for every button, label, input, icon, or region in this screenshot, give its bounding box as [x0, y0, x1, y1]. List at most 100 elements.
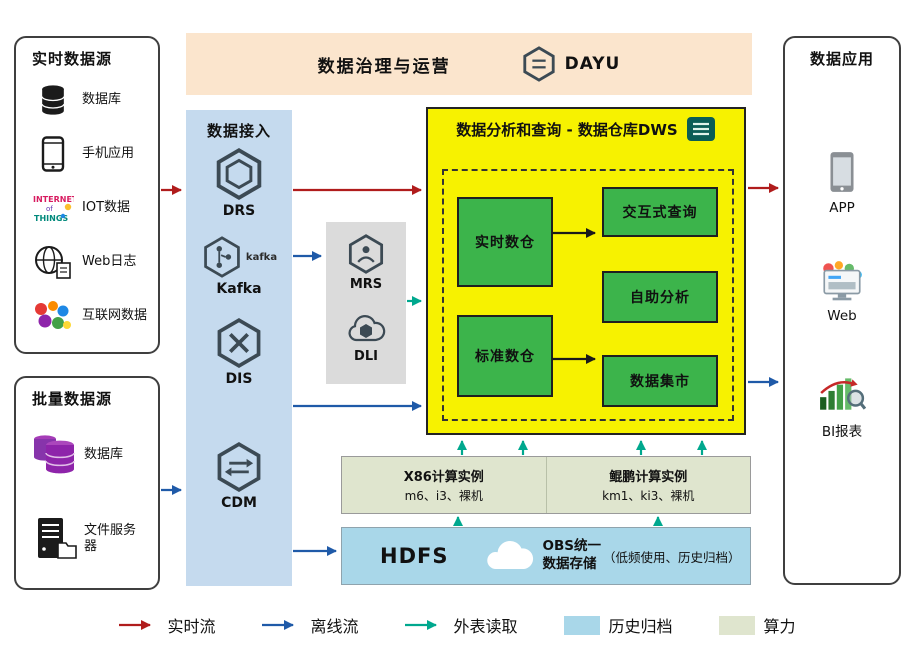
app-label: APP	[829, 200, 855, 216]
phone-icon	[24, 136, 82, 172]
list-item-mobile-app: 手机应用	[16, 127, 158, 181]
kafka-icon-row: kafka	[201, 236, 277, 278]
kunpeng-specs: km1、ki3、裸机	[602, 489, 695, 503]
legend-label: 离线流	[310, 617, 359, 636]
source-label: 数据库	[84, 446, 124, 462]
kunpeng-title: 鲲鹏计算实例	[609, 470, 688, 485]
svg-text:of: of	[46, 205, 53, 213]
app-item-app: APP	[785, 150, 899, 216]
dws-icon	[686, 117, 715, 141]
realtime-sources-panel: 实时数据源 数据库 手机应用	[14, 36, 160, 354]
archive-swatch	[563, 615, 600, 635]
weblog-icon	[24, 244, 82, 280]
service-dis: DIS	[186, 318, 292, 387]
compute-swatch	[718, 615, 755, 635]
dws-panel: 数据分析和查询 - 数据仓库DWS 实时数仓 标准数仓 交互式查询 自助分析 数…	[426, 107, 746, 435]
source-label: 文件服务器	[84, 522, 137, 554]
app-phone-icon	[830, 152, 854, 192]
app-item-web: Web	[785, 260, 899, 324]
service-drs: DRS	[186, 148, 292, 219]
database-icon	[24, 83, 82, 117]
dws-dashed-area	[442, 169, 734, 421]
bi-label: BI报表	[821, 424, 863, 440]
dli-icon	[348, 315, 386, 342]
obs-cloud-icon	[487, 540, 534, 570]
dayu-brand: DAYU	[521, 46, 621, 82]
mrs-label: MRS	[349, 277, 383, 292]
service-kafka: kafka Kafka	[186, 236, 292, 297]
web-monitor-icon	[823, 261, 862, 301]
obs-title-line1: OBS统一	[542, 538, 601, 555]
internet-data-icon	[24, 299, 82, 333]
legend: 实时流 离线流 外表读取 历史归档 算力	[0, 613, 914, 637]
cdm-label: CDM	[221, 495, 257, 511]
dis-icon	[217, 318, 261, 368]
legend-item-realtime-flow: 实时流	[118, 613, 215, 637]
source-label: 数据库	[82, 91, 122, 107]
module-realtime-dwh: 实时数仓	[457, 197, 553, 287]
kafka-icon	[204, 236, 240, 278]
legend-label: 外表读取	[453, 617, 518, 636]
obs-title: OBS统一 数据存储	[542, 538, 601, 573]
list-item-web-log: Web日志	[16, 235, 158, 289]
app-item-bi: BI报表	[785, 372, 899, 440]
governance-banner: 数据治理与运营 DAYU	[186, 33, 752, 95]
source-label: 手机应用	[82, 145, 135, 161]
x86-specs: m6、i3、裸机	[404, 489, 483, 503]
module-interactive-query: 交互式查询	[602, 187, 718, 237]
list-item-batch-database: 数据库	[16, 413, 158, 497]
dis-label: DIS	[225, 371, 253, 387]
source-label: IOT数据	[82, 199, 131, 215]
blue-arrow-icon	[262, 620, 295, 630]
ingestion-title: 数据接入	[206, 122, 271, 140]
module-data-mart: 数据集市	[602, 355, 718, 407]
batch-sources-title: 批量数据源	[32, 390, 113, 408]
processing-box: MRS DLI	[326, 222, 406, 384]
hdfs-label: HDFS	[380, 544, 449, 568]
source-label: 互联网数据	[82, 307, 148, 323]
list-item-database: 数据库	[16, 73, 158, 127]
legend-item-offline-flow: 离线流	[261, 613, 358, 637]
kunpeng-compute: 鲲鹏计算实例 km1、ki3、裸机	[545, 457, 751, 513]
legend-item-history-archive: 历史归档	[563, 613, 673, 637]
obs-title-line2: 数据存储	[542, 556, 597, 572]
list-item-iot-data: INTERNET of THINGS IOT数据	[16, 181, 158, 235]
module-standard-dwh: 标准数仓	[457, 315, 553, 397]
file-server-icon	[26, 516, 84, 562]
svg-text:INTERNET: INTERNET	[33, 195, 74, 204]
legend-item-external-read: 外表读取	[404, 613, 518, 637]
ingestion-panel: 数据接入 DRS kafka Kafka	[186, 110, 292, 586]
dayu-icon	[522, 46, 555, 82]
dws-title: 数据分析和查询 - 数据仓库DWS	[456, 120, 678, 139]
teal-arrow-icon	[405, 620, 438, 630]
kafka-logo-text: kafka	[245, 251, 278, 263]
svg-text:THINGS: THINGS	[34, 214, 68, 223]
x86-compute: X86计算实例 m6、i3、裸机	[342, 457, 546, 513]
mrs-icon	[348, 234, 384, 274]
list-item-file-server: 文件服务器	[16, 497, 158, 581]
service-cdm: CDM	[186, 442, 292, 511]
legend-label: 实时流	[167, 617, 216, 636]
service-mrs: MRS	[326, 234, 406, 292]
database-purple-icon	[26, 431, 84, 479]
drs-label: DRS	[222, 203, 256, 219]
iot-icon: INTERNET of THINGS	[24, 191, 82, 225]
cdm-icon	[217, 442, 261, 492]
red-arrow-icon	[119, 620, 152, 630]
legend-label: 历史归档	[608, 617, 673, 636]
dayu-label: DAYU	[564, 54, 621, 74]
applications-title: 数据应用	[809, 50, 874, 68]
source-label: Web日志	[82, 253, 137, 269]
realtime-sources-title: 实时数据源	[32, 50, 113, 68]
bi-report-icon	[820, 378, 866, 410]
legend-item-compute-power: 算力	[718, 613, 796, 637]
service-dli: DLI	[326, 310, 406, 364]
compute-box: X86计算实例 m6、i3、裸机 鲲鹏计算实例 km1、ki3、裸机	[341, 456, 751, 514]
applications-panel: 数据应用 APP Web	[783, 36, 901, 585]
batch-sources-panel: 批量数据源 数据库	[14, 376, 160, 590]
legend-label: 算力	[763, 617, 796, 636]
list-item-internet-data: 互联网数据	[16, 289, 158, 343]
obs-note: （低频使用、历史归档）	[602, 549, 741, 565]
dli-label: DLI	[354, 349, 378, 364]
